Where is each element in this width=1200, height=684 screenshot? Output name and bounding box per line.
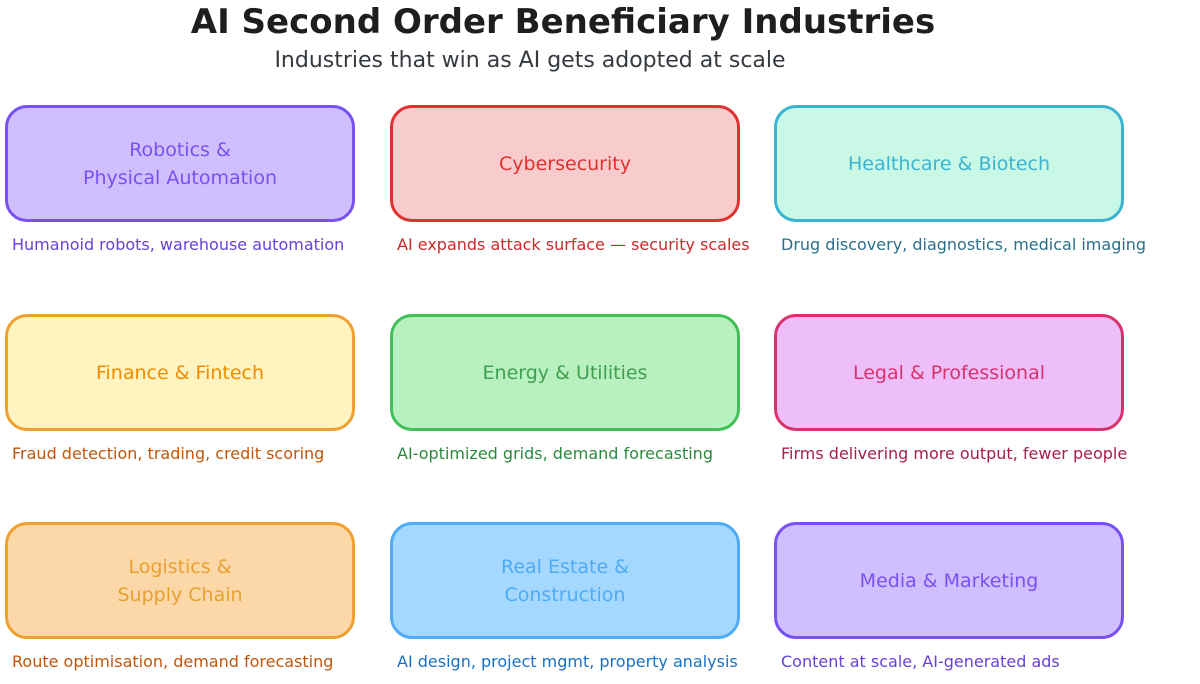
industry-box: Cybersecurity xyxy=(390,105,740,222)
industry-caption: Route optimisation, demand forecasting xyxy=(12,652,334,671)
industry-caption: Content at scale, AI-generated ads xyxy=(781,652,1060,671)
industry-caption: AI expands attack surface — security sca… xyxy=(397,235,750,254)
industry-box: Robotics & Physical Automation xyxy=(5,105,355,222)
industry-box: Real Estate & Construction xyxy=(390,522,740,639)
industry-caption: Humanoid robots, warehouse automation xyxy=(12,235,345,254)
industry-box: Energy & Utilities xyxy=(390,314,740,431)
diagram-title: AI Second Order Beneficiary Industries xyxy=(190,2,936,42)
industry-caption: Drug discovery, diagnostics, medical ima… xyxy=(781,235,1147,254)
diagram-subtitle: Industries that win as AI gets adopted a… xyxy=(274,48,786,73)
industry-box: Media & Marketing xyxy=(774,522,1124,639)
industry-box: Legal & Professional xyxy=(774,314,1124,431)
industry-caption: AI design, project mgmt, property analys… xyxy=(397,652,738,671)
industry-box: Logistics & Supply Chain xyxy=(5,522,355,639)
industry-caption: Fraud detection, trading, credit scoring xyxy=(12,444,325,463)
industry-box: Healthcare & Biotech xyxy=(774,105,1124,222)
industry-box: Finance & Fintech xyxy=(5,314,355,431)
industry-caption: Firms delivering more output, fewer peop… xyxy=(781,444,1128,463)
industry-caption: AI-optimized grids, demand forecasting xyxy=(397,444,713,463)
